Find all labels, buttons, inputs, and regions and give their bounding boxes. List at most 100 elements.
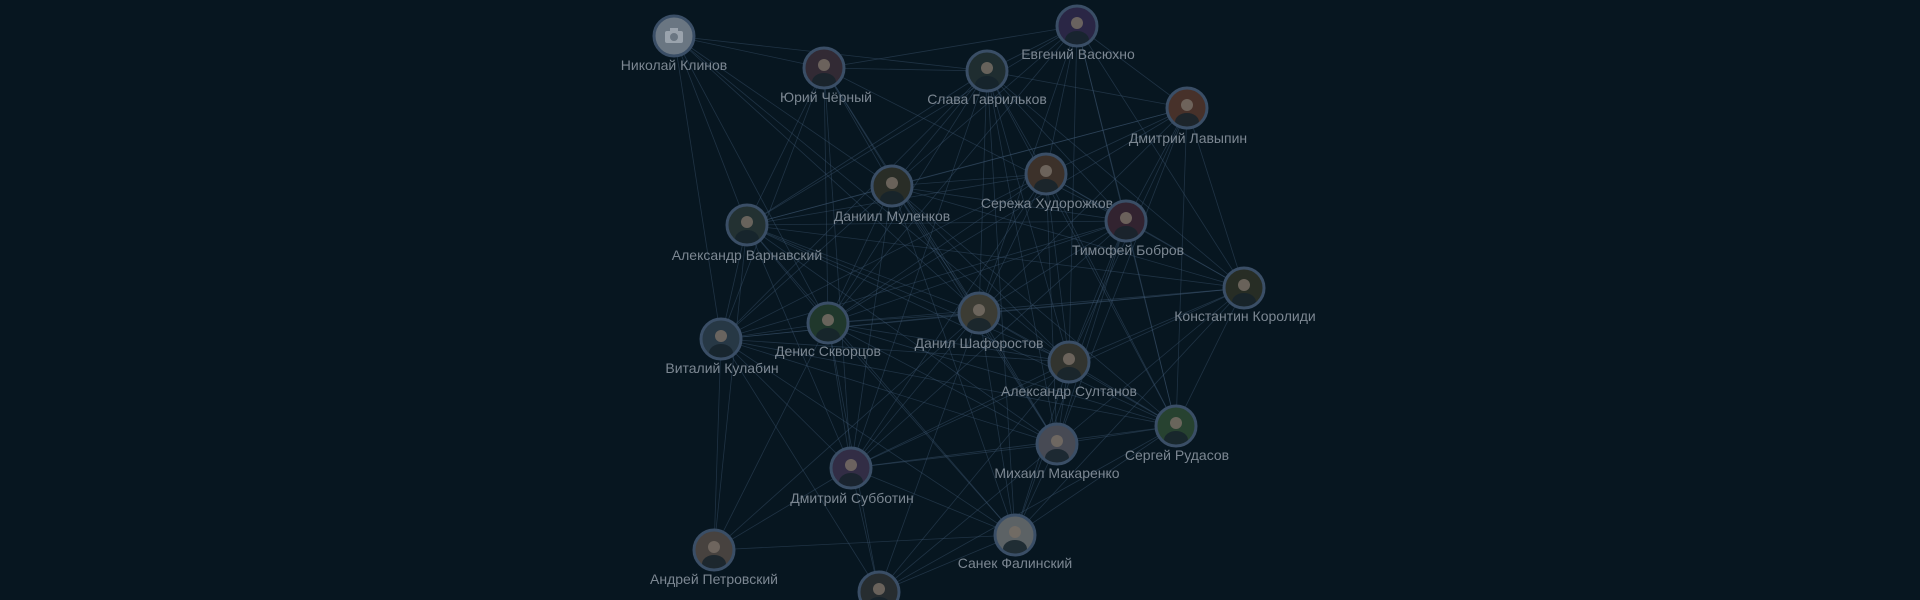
edge-timofey-sergey-r	[1125, 220, 1177, 427]
graph-node-vitaliy[interactable]: Виталий Кулабин	[665, 317, 779, 376]
edge-slava-sergey-r	[986, 70, 1177, 427]
avatar	[702, 320, 740, 358]
edge-nikolay-alexandr-s	[673, 35, 1070, 363]
node-ring	[870, 164, 914, 208]
edge-alexandr-v-andrey	[713, 224, 748, 551]
edge-nikolay-danil-sh	[673, 35, 980, 314]
edge-timofey-vitaliy	[720, 220, 1127, 340]
edge-yuriy-mikhail	[823, 67, 1058, 445]
node-label: Евгений Васюхно	[1021, 46, 1135, 62]
edge-yuriy-timofey	[823, 67, 1127, 222]
edge-mikhail-partial-bottom	[878, 443, 1058, 593]
edge-serezha-dmitriy-s	[850, 173, 1047, 469]
graph-node-alexandr-s[interactable]: Александр Султанов	[1001, 340, 1137, 399]
edge-slava-mikhail	[986, 70, 1058, 445]
graph-node-dmitriy-s[interactable]: Дмитрий Субботин	[790, 446, 914, 506]
graph-node-serezha[interactable]: Сережа Худорожков	[981, 152, 1113, 211]
node-ring	[806, 301, 850, 345]
edge-timofey-alexandr-s	[1068, 220, 1127, 363]
camera-icon	[655, 17, 693, 55]
node-label: Дмитрий Субботин	[790, 490, 913, 506]
edge-serezha-sergey-r	[1045, 173, 1177, 427]
node-ring	[1047, 340, 1091, 384]
edge-daniil-m-timofey	[891, 185, 1127, 222]
edge-daniil-m-konstantin	[891, 185, 1245, 289]
graph-node-partial-bottom[interactable]	[857, 570, 901, 600]
avatar	[1058, 7, 1096, 45]
node-label: Данил Шафоростов	[915, 335, 1044, 351]
node-ring	[1165, 86, 1209, 130]
node-label: Михаил Макаренко	[994, 465, 1119, 481]
edge-slava-konstantin	[986, 70, 1245, 289]
node-ring	[1024, 152, 1068, 196]
edge-serezha-vitaliy	[720, 173, 1047, 340]
graph-node-denis[interactable]: Денис Скворцов	[775, 301, 881, 359]
edge-alexandr-v-sanek	[746, 224, 1016, 536]
graph-node-sergey-r[interactable]: Сергей Рудасов	[1125, 404, 1229, 463]
edge-sanek-partial-bottom	[878, 534, 1016, 593]
edge-konstantin-danil-sh	[978, 287, 1245, 314]
graph-node-mikhail[interactable]: Михаил Макаренко	[994, 422, 1120, 481]
node-ring	[965, 49, 1009, 93]
edge-denis-danil-sh	[827, 312, 980, 324]
graph-node-slava[interactable]: Слава Гаврильков	[927, 49, 1047, 107]
edge-sergey-r-partial-bottom	[878, 425, 1177, 593]
graph-node-andrey[interactable]: Андрей Петровский	[650, 528, 778, 587]
node-ring	[1222, 266, 1266, 310]
edge-sergey-r-sanek	[1014, 425, 1177, 536]
edge-konstantin-alexandr-s	[1068, 287, 1245, 363]
node-label: Денис Скворцов	[775, 343, 881, 359]
edge-alexandr-s-partial-bottom	[878, 361, 1070, 593]
node-label: Даниил Муленков	[834, 208, 950, 224]
graph-node-nikolay[interactable]: Николай Клинов	[621, 14, 727, 73]
edge-timofey-dmitriy-s	[850, 220, 1127, 469]
edge-daniil-m-sanek	[891, 185, 1016, 536]
edge-konstantin-sergey-r	[1175, 287, 1245, 427]
edge-evgeniy-konstantin	[1076, 25, 1245, 289]
edge-slava-vitaliy	[720, 70, 988, 340]
edge-alexandr-v-dmitriy-s	[746, 224, 852, 469]
graph-node-konstantin[interactable]: Константин Королиди	[1174, 266, 1316, 324]
graph-node-evgeniy[interactable]: Евгений Васюхно	[1021, 4, 1135, 62]
edge-dmitriy-l-alexandr-v	[746, 107, 1188, 226]
edge-denis-mikhail	[827, 322, 1058, 445]
edge-dmitriy-l-serezha	[1045, 107, 1188, 175]
node-label: Тимофей Бобров	[1072, 242, 1184, 258]
edge-konstantin-dmitriy-s	[850, 287, 1245, 469]
edge-konstantin-sanek	[1014, 287, 1245, 536]
graph-node-alexandr-v[interactable]: Александр Варнавский	[672, 203, 822, 263]
edge-daniil-m-denis	[827, 185, 893, 324]
edge-timofey-danil-sh	[978, 220, 1127, 314]
node-label: Юрий Чёрный	[780, 89, 872, 105]
graph-node-yuriy[interactable]: Юрий Чёрный	[780, 46, 872, 105]
edge-dmitriy-l-konstantin	[1186, 107, 1245, 289]
edge-slava-danil-sh	[978, 70, 988, 314]
graph-node-timofey[interactable]: Тимофей Бобров	[1072, 199, 1184, 258]
edge-nikolay-vitaliy	[673, 35, 722, 340]
edge-daniil-m-vitaliy	[720, 185, 893, 340]
node-label: Николай Клинов	[621, 57, 727, 73]
avatar	[968, 52, 1006, 90]
graph-node-daniil-m[interactable]: Даниил Муленков	[834, 164, 950, 224]
edge-timofey-mikhail	[1056, 220, 1127, 445]
node-label: Дмитрий Лавыпин	[1129, 130, 1247, 146]
graph-node-dmitriy-l[interactable]: Дмитрий Лавыпин	[1129, 86, 1247, 146]
graph-node-danil-sh[interactable]: Данил Шафоростов	[915, 291, 1044, 351]
edge-serezha-mikhail	[1045, 173, 1058, 445]
edge-alexandr-v-sergey-r	[746, 224, 1177, 427]
graph-node-sanek[interactable]: Санек Фалинский	[958, 513, 1073, 571]
edge-evgeniy-alexandr-v	[746, 25, 1078, 226]
edge-konstantin-denis	[827, 287, 1245, 324]
edge-daniil-m-alexandr-v	[746, 185, 893, 226]
edge-mikhail-dmitriy-s	[850, 443, 1058, 469]
node-ring	[1035, 422, 1079, 466]
edge-alexandr-v-danil-sh	[746, 224, 980, 314]
edge-dmitriy-l-mikhail	[1056, 107, 1188, 445]
edge-denis-andrey	[713, 322, 829, 551]
edge-vitaliy-partial-bottom	[720, 338, 880, 593]
node-ring	[1055, 4, 1099, 48]
edge-vitaliy-danil-sh	[720, 312, 980, 340]
edge-slava-alexandr-s	[986, 70, 1070, 363]
edge-daniil-m-sergey-r	[891, 185, 1177, 427]
